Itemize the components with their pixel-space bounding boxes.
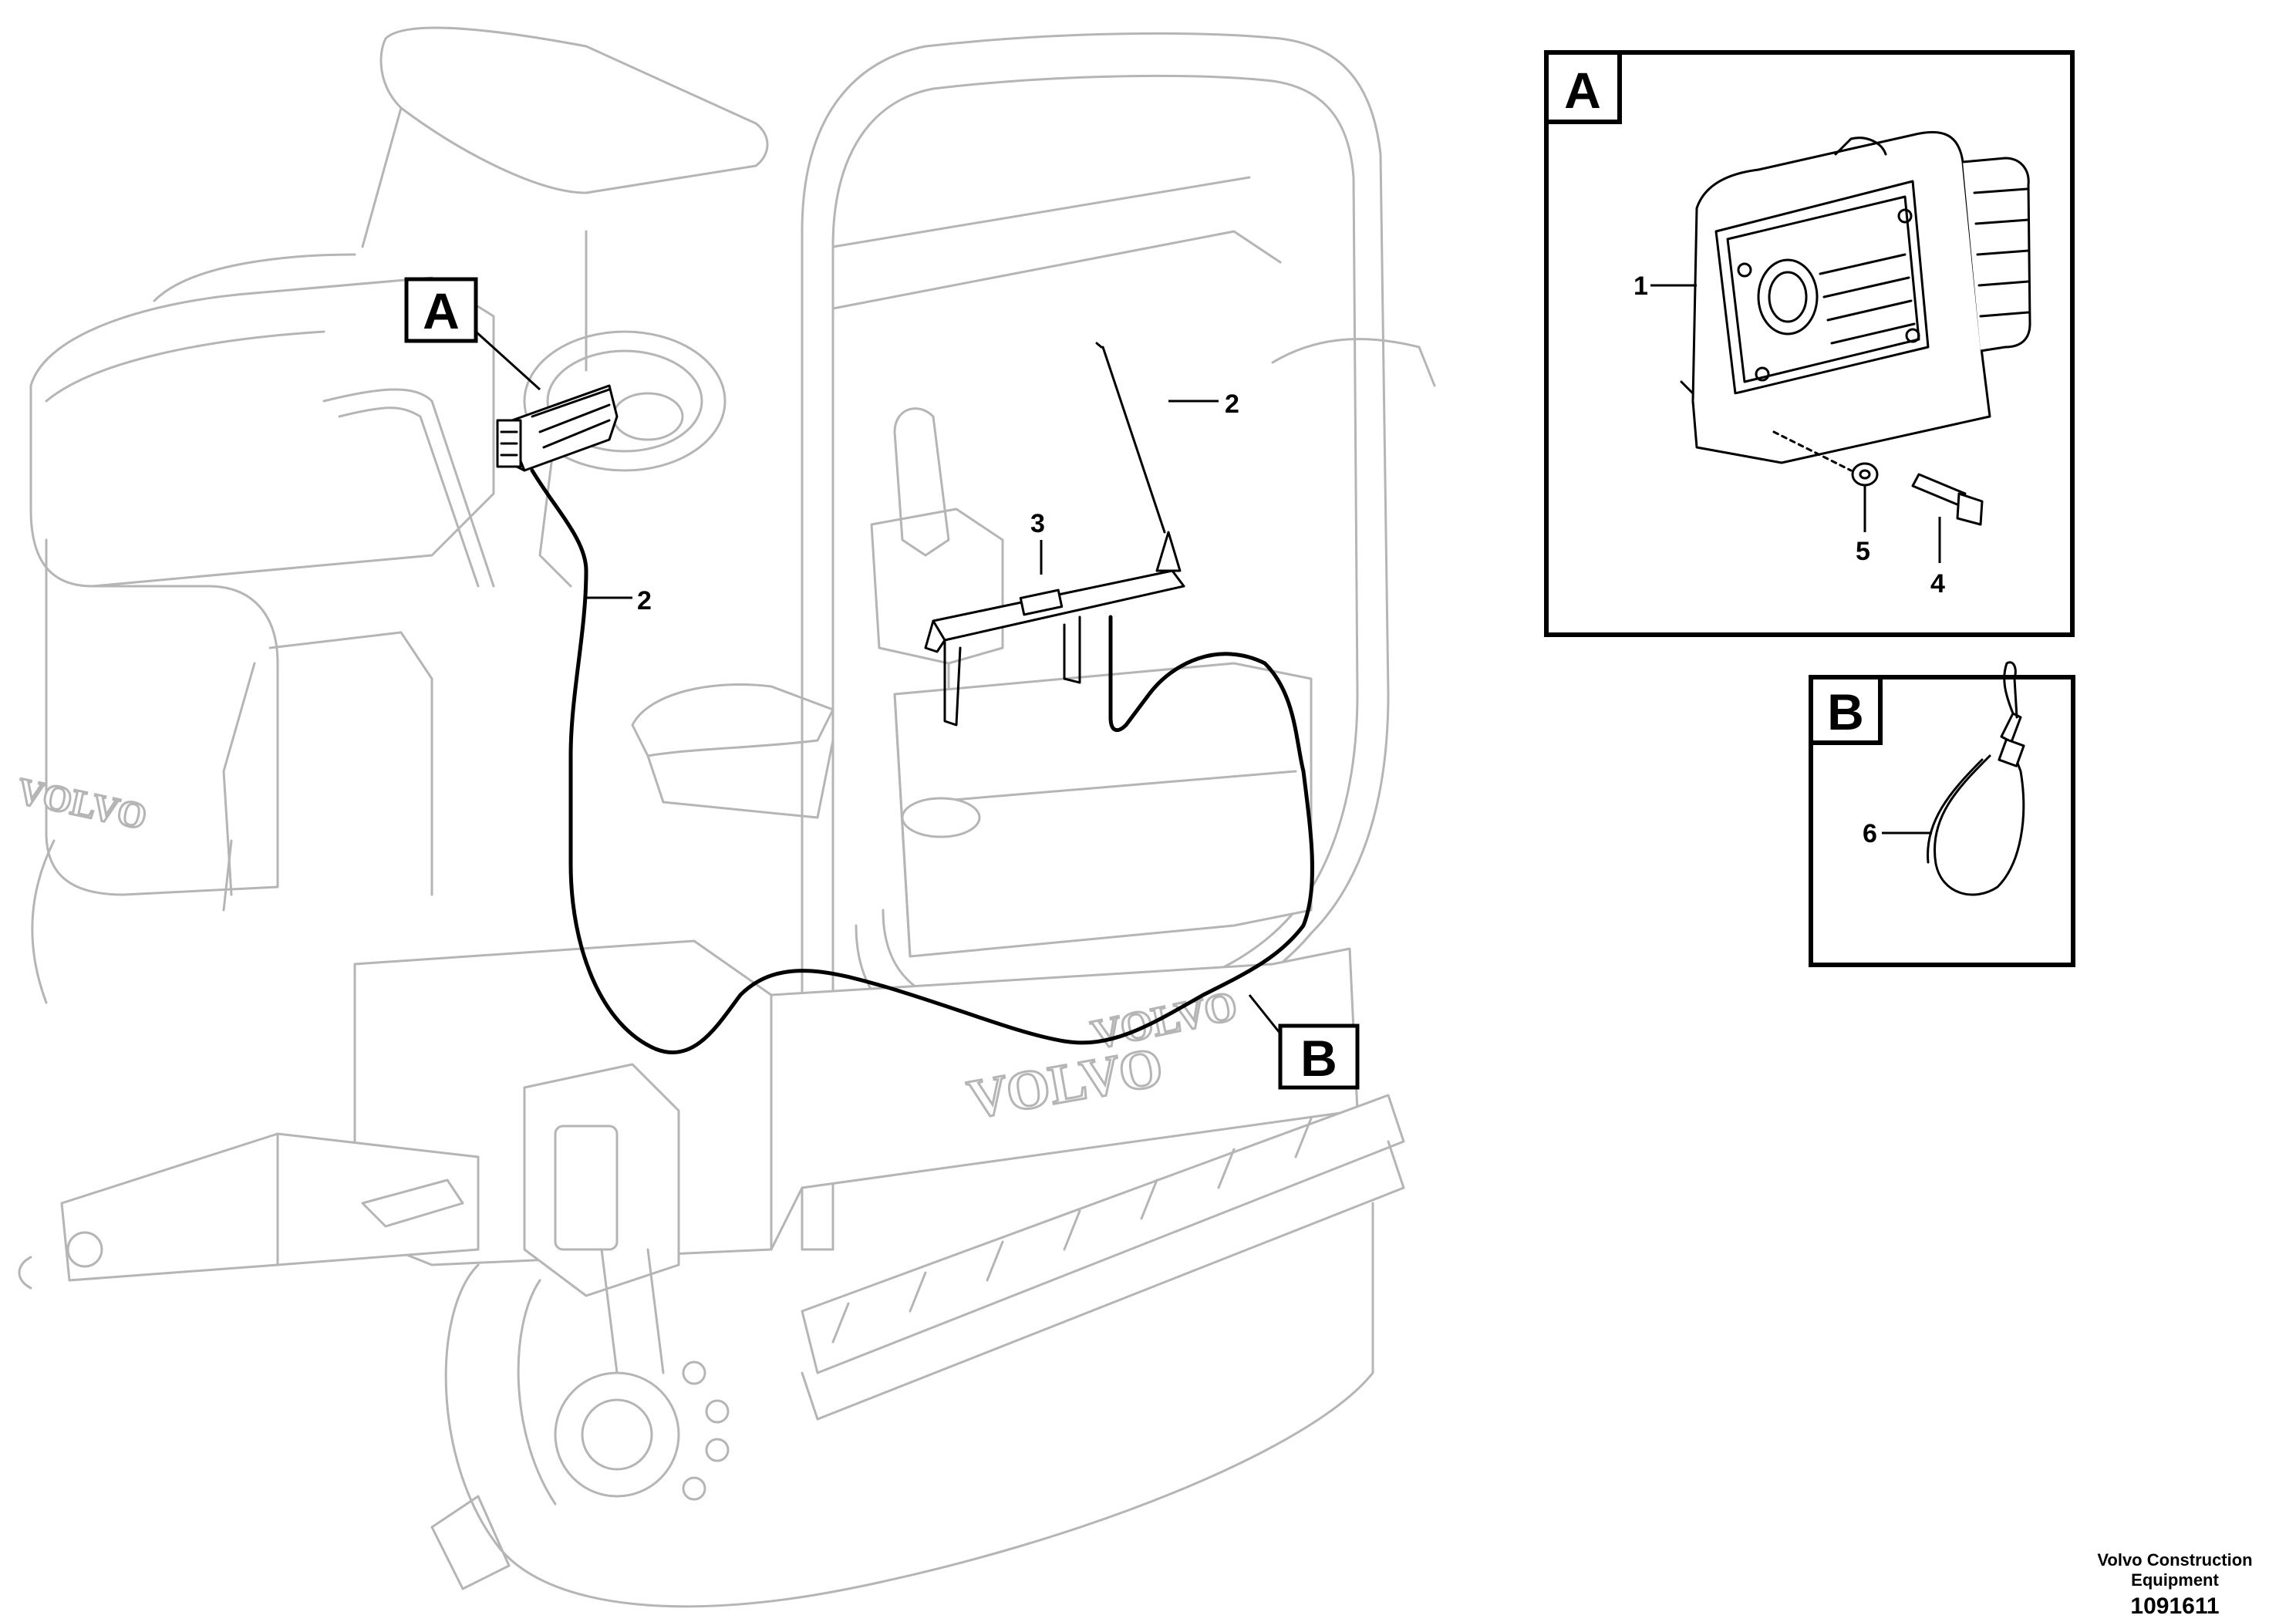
callout-A-main-label: A (423, 282, 460, 339)
label-part-5: 5 (1856, 486, 1870, 566)
label-part-4: 4 (1930, 517, 1945, 599)
hood-volvo-logo: VOLVO (14, 771, 150, 838)
svg-text:4: 4 (1930, 569, 1945, 599)
label-part-1: 1 (1633, 271, 1697, 301)
svg-text:2: 2 (637, 586, 652, 615)
callout-B-main: B (1248, 994, 1360, 1090)
svg-text:5: 5 (1856, 537, 1870, 566)
svg-text:3: 3 (1030, 509, 1045, 538)
washer (1772, 430, 1879, 487)
label-part-3: 3 (1030, 509, 1045, 575)
detail-B-label: B (1827, 683, 1864, 740)
cable-tie (1927, 661, 2025, 896)
bolt (1911, 473, 1984, 526)
antenna-bracket (924, 569, 1185, 727)
label-part-2-antenna: 2 (1168, 389, 1239, 419)
svg-text:2: 2 (1225, 389, 1239, 419)
radio-unit-detail (1680, 130, 2031, 464)
detail-A-label: A (1564, 62, 1601, 119)
svg-text:1: 1 (1633, 271, 1648, 301)
label-part-2-cable: 2 (586, 586, 652, 615)
company-name: Volvo Construction Equipment (2082, 1550, 2267, 1590)
detail-B-panel: B 6 (1809, 661, 2075, 967)
svg-text:6: 6 (1863, 819, 1877, 848)
machine-illustration: VOLVO (12, 26, 1436, 1608)
callout-A-main: A (404, 277, 541, 391)
radio-unit (496, 384, 619, 472)
company-line-1: Volvo Construction (2097, 1550, 2253, 1570)
antenna (1095, 342, 1182, 572)
detail-A-panel: A 1 (1544, 50, 2075, 637)
antenna-cable (530, 468, 1315, 1055)
callout-B-main-label: B (1300, 1030, 1337, 1087)
label-part-6: 6 (1863, 819, 1932, 848)
company-line-2: Equipment (2131, 1570, 2219, 1590)
figure-number: 1091611 (2130, 1593, 2220, 1619)
